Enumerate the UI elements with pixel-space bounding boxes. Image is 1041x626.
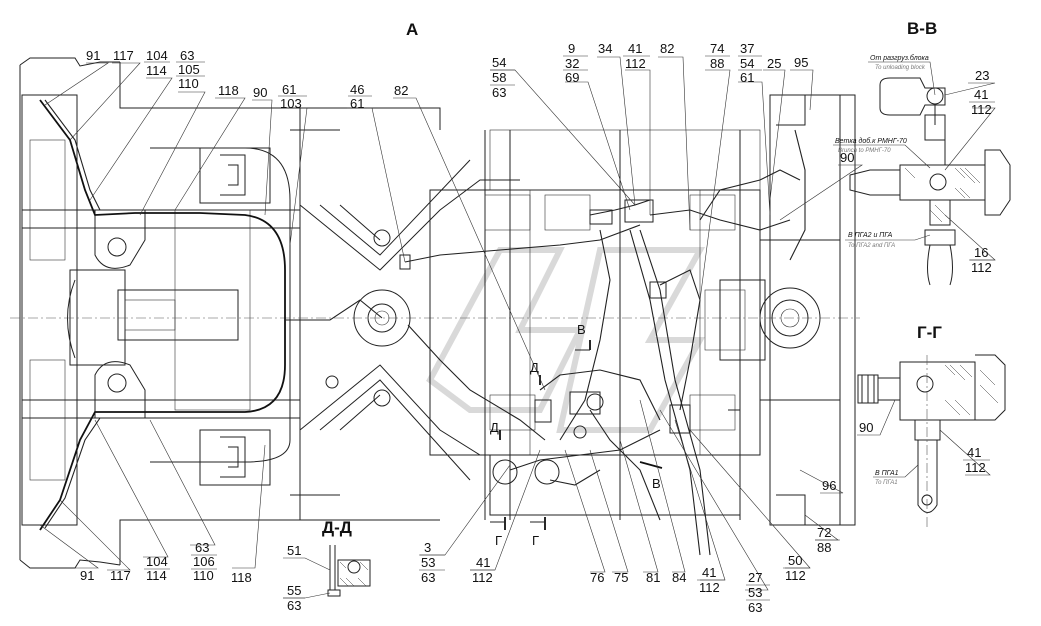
callout-54-top: 54 bbox=[492, 55, 506, 70]
callout-25: 25 bbox=[767, 56, 781, 71]
callout-114-top: 114 bbox=[146, 63, 167, 78]
callout-72: 72 bbox=[817, 525, 831, 540]
callout-88-bottom: 88 bbox=[817, 540, 831, 555]
callout-112-right-bottom: 112 bbox=[785, 568, 806, 583]
section-mark-d-left: Д bbox=[490, 420, 499, 435]
callout-61-mid: 61 bbox=[350, 96, 364, 111]
callout-117-top: 117 bbox=[113, 48, 134, 63]
callout-90-right: 90 bbox=[840, 150, 854, 165]
callout-91-top: 91 bbox=[86, 48, 100, 63]
callout-112-vv-low: 112 bbox=[971, 260, 992, 275]
view-a-title: А bbox=[406, 20, 418, 39]
callout-112-mid: 112 bbox=[472, 570, 493, 585]
callout-63-bottom: 63 bbox=[421, 570, 435, 585]
callout-105: 105 bbox=[178, 62, 200, 77]
callout-88-top: 88 bbox=[710, 56, 724, 71]
callout-63-top: 63 bbox=[180, 48, 194, 63]
callout-114-bottom: 114 bbox=[146, 568, 167, 583]
section-gg-drawing bbox=[857, 354, 1006, 530]
note-to-pga1: В ПГА1 bbox=[875, 470, 899, 477]
callout-117-bottom: 117 bbox=[110, 568, 131, 583]
note-branch-rmng: Ветка доб.к РМНГ-70 bbox=[835, 137, 907, 145]
callout-118-top: 118 bbox=[218, 83, 239, 98]
callout-110-top: 110 bbox=[178, 76, 199, 91]
note-from-unloader-sub: To unloading block bbox=[875, 65, 926, 71]
note-to-pga2-sub: To ПГА2 and ПГА bbox=[848, 243, 895, 249]
section-marks: В В Г Г Д Д bbox=[490, 322, 740, 548]
callout-112-gg: 112 bbox=[965, 460, 986, 475]
callout-63-mid: 63 bbox=[492, 85, 506, 100]
callout-90-gg: 90 bbox=[859, 420, 873, 435]
note-to-pga1-sub: To ПГА1 bbox=[875, 480, 898, 486]
section-mark-g-left: Г bbox=[495, 533, 502, 548]
callout-9: 9 bbox=[568, 41, 575, 56]
section-mark-v-top: В bbox=[577, 322, 586, 337]
callout-112-bottom: 112 bbox=[699, 580, 720, 595]
callout-104-bottom: 104 bbox=[146, 554, 168, 569]
callout-61-left: 61 bbox=[282, 82, 296, 97]
callout-61-right: 61 bbox=[740, 70, 754, 85]
callout-91-bottom: 91 bbox=[80, 568, 94, 583]
note-from-unloader: От разгруз.блока bbox=[870, 54, 929, 62]
callout-32: 32 bbox=[565, 56, 579, 71]
callout-84: 84 bbox=[672, 570, 686, 585]
callout-23: 23 bbox=[975, 68, 989, 83]
callout-112-top: 112 bbox=[625, 56, 646, 71]
note-to-pga2: В ПГА2 и ПГА bbox=[848, 232, 893, 239]
callout-34: 34 bbox=[598, 41, 612, 56]
main-view-chassis bbox=[10, 57, 860, 569]
section-dd-drawing bbox=[327, 545, 371, 597]
callout-53-mid: 53 bbox=[421, 555, 435, 570]
callout-50: 50 bbox=[788, 553, 802, 568]
callout-54-right: 54 bbox=[740, 56, 754, 71]
callout-37: 37 bbox=[740, 41, 754, 56]
callout-81: 81 bbox=[646, 570, 660, 585]
callout-41-bottom: 41 bbox=[702, 565, 716, 580]
callout-96: 96 bbox=[822, 478, 836, 493]
callout-103: 103 bbox=[280, 96, 302, 111]
callout-106: 106 bbox=[193, 554, 215, 569]
section-mark-g-right: Г bbox=[532, 533, 539, 548]
callout-46: 46 bbox=[350, 82, 364, 97]
section-vv-drawing bbox=[849, 77, 1011, 286]
section-gg-title: Г-Г bbox=[917, 323, 942, 342]
callout-110-bottom: 110 bbox=[193, 568, 214, 583]
callout-90-left: 90 bbox=[253, 85, 267, 100]
callout-82-left: 82 bbox=[394, 83, 408, 98]
callout-112-vv: 112 bbox=[971, 102, 992, 117]
callout-118-bottom: 118 bbox=[231, 570, 252, 585]
section-vv-title: В-В bbox=[907, 19, 937, 38]
callout-104-top: 104 bbox=[146, 48, 168, 63]
callout-55: 55 bbox=[287, 583, 301, 598]
callout-63-dd: 63 bbox=[287, 598, 301, 613]
callout-82-right: 82 bbox=[660, 41, 674, 56]
callout-16: 16 bbox=[974, 245, 988, 260]
section-mark-v-bottom: В bbox=[652, 476, 661, 491]
callout-41-vv: 41 bbox=[974, 87, 988, 102]
callout-63-right: 63 bbox=[748, 600, 762, 615]
callout-41-top: 41 bbox=[628, 41, 642, 56]
callout-41-mid: 41 bbox=[476, 555, 490, 570]
callout-41-gg: 41 bbox=[967, 445, 981, 460]
callout-95: 95 bbox=[794, 55, 808, 70]
callouts: 91 117 104 114 63 105 110 118 90 61 103 … bbox=[80, 41, 995, 615]
callout-53-right: 53 bbox=[748, 585, 762, 600]
callout-51: 51 bbox=[287, 543, 301, 558]
callout-69: 69 bbox=[565, 70, 579, 85]
callout-58: 58 bbox=[492, 70, 506, 85]
watermark bbox=[426, 247, 706, 433]
callout-76: 76 bbox=[590, 570, 604, 585]
note-branch-rmng-sub: Brunch to РМНГ-70 bbox=[838, 148, 891, 154]
callout-63-left-bottom: 63 bbox=[195, 540, 209, 555]
section-mark-d-top: Д bbox=[530, 360, 539, 375]
callout-74: 74 bbox=[710, 41, 724, 56]
hose-routing bbox=[39, 99, 806, 556]
callout-27: 27 bbox=[748, 570, 762, 585]
callout-3: 3 bbox=[424, 540, 431, 555]
section-dd-title: Д-Д bbox=[322, 518, 352, 537]
callout-75: 75 bbox=[614, 570, 628, 585]
